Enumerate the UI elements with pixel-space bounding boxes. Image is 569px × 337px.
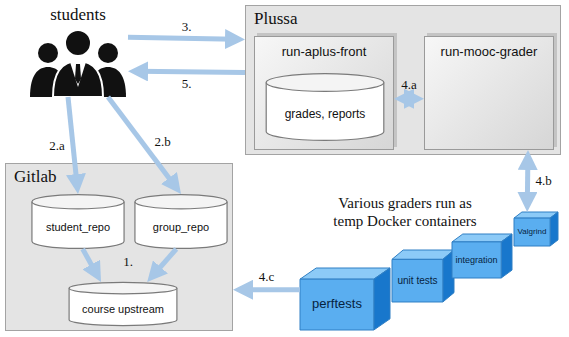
node-label: student_repo bbox=[46, 221, 110, 234]
step-number: 2.b bbox=[154, 134, 170, 150]
node-label: grades, reports bbox=[285, 108, 366, 122]
cube-front bbox=[392, 259, 443, 302]
server-box: run-aplus-front grades, reports bbox=[254, 36, 394, 150]
docker-cube: integration bbox=[452, 234, 512, 278]
person-shape bbox=[75, 64, 81, 84]
cube-side bbox=[374, 268, 390, 330]
cube-side bbox=[501, 234, 512, 278]
students-illustration bbox=[28, 27, 128, 97]
node-label: integration bbox=[455, 255, 497, 265]
node-label: unit tests bbox=[397, 275, 437, 287]
cube-front bbox=[300, 279, 374, 330]
cylinder-top bbox=[135, 195, 227, 209]
step-number: 4.c bbox=[259, 269, 275, 285]
panel-title: Gitlab bbox=[14, 167, 57, 187]
cylinder-top bbox=[69, 282, 177, 293]
callout-number: 1. bbox=[123, 254, 133, 270]
gitlab-panel: Gitlab student_repo group_repocourse upstr… bbox=[5, 163, 233, 331]
flow-arrow bbox=[525, 160, 531, 202]
step-number: 3. bbox=[182, 19, 192, 35]
node-label: course upstream bbox=[82, 303, 164, 316]
step-number: 5. bbox=[182, 76, 192, 92]
cube-front bbox=[452, 242, 501, 278]
node-label: run-aplus-front bbox=[282, 45, 367, 60]
flow-arrow bbox=[138, 71, 245, 72]
docker-cube: perftests bbox=[300, 268, 390, 330]
docker-cube: unit tests bbox=[392, 250, 454, 302]
group-label: students bbox=[50, 5, 106, 25]
cylinder-top bbox=[266, 74, 384, 92]
node-label: run-mooc-grader bbox=[441, 45, 538, 60]
panel-title: Plussa bbox=[254, 9, 297, 29]
node-label: perftests bbox=[312, 297, 362, 312]
person-shape bbox=[53, 61, 103, 97]
flow-arrow bbox=[243, 287, 300, 292]
person-shape bbox=[38, 43, 58, 63]
person-shape bbox=[70, 62, 86, 87]
docker-cube: Valgrind bbox=[514, 212, 558, 246]
step-number: 4.b bbox=[535, 173, 551, 189]
students-icon: students bbox=[28, 5, 128, 97]
repo-cylinder: group_repo bbox=[134, 194, 228, 249]
node-label: group_repo bbox=[153, 221, 209, 234]
repo-cylinder: student_repo bbox=[31, 194, 125, 249]
person-shape bbox=[98, 43, 118, 63]
caption-note: Various graders run as temp Docker conta… bbox=[322, 194, 488, 230]
cube-side bbox=[550, 212, 558, 246]
flow-arrow bbox=[128, 37, 235, 39]
cylinder-top bbox=[32, 195, 124, 209]
step-number: 4.a bbox=[401, 77, 417, 93]
server-box: run-mooc-grader bbox=[424, 36, 554, 150]
cube-front bbox=[514, 218, 550, 246]
node-label: Valgrind bbox=[518, 227, 547, 236]
step-number: 2.a bbox=[49, 138, 65, 154]
person-shape bbox=[65, 30, 91, 56]
database-cylinder: grades, reports bbox=[265, 73, 385, 141]
repo-cylinder: course upstream bbox=[68, 282, 178, 326]
